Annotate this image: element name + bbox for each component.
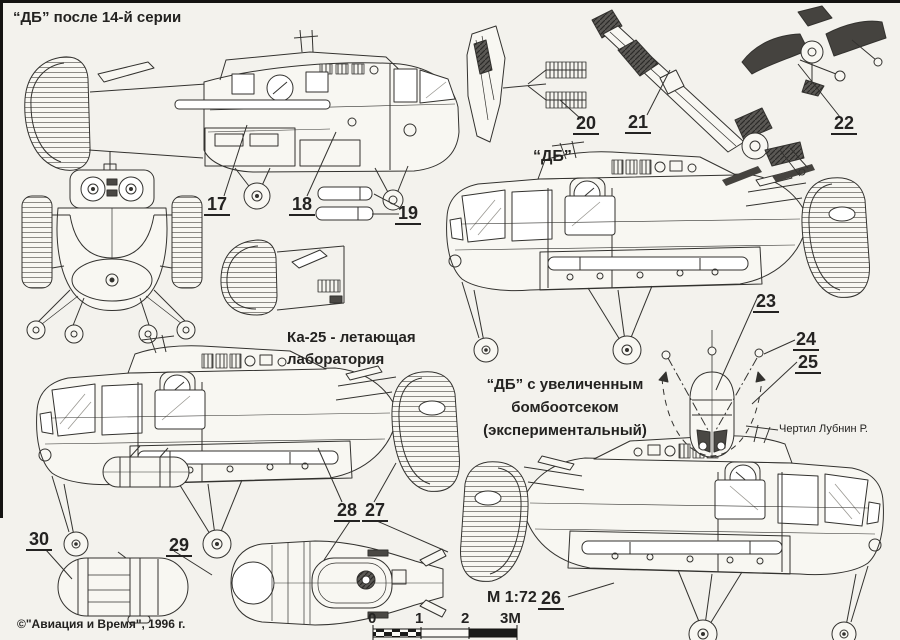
callout-26: 26 (538, 589, 565, 610)
callout-20: 20 (573, 114, 600, 135)
scale-tick-3: 3М (500, 610, 521, 627)
leader-lines (45, 63, 841, 598)
label-db-enlarged-line2: бомбоотсеком (511, 399, 619, 416)
part-rotor-hub (741, 5, 887, 97)
front-view (21, 152, 203, 344)
tail-detail-view (220, 239, 345, 316)
label-ka25-line2: лаборатория (287, 351, 385, 368)
callout-21: 21 (625, 113, 652, 134)
bottom-plan-view (230, 540, 447, 626)
scale-bar (372, 625, 518, 640)
callout-29: 29 (166, 536, 193, 557)
callout-22: 22 (831, 114, 858, 135)
callout-24: 24 (793, 330, 820, 351)
label-db-enlarged-line1: “ДБ” с увеличенным (486, 376, 644, 393)
title-db-after-series14: “ДБ” после 14-й серии (13, 9, 182, 26)
callout-30: 30 (26, 530, 53, 551)
side-view-flying-laboratory (36, 334, 460, 559)
scale-tick-0: 0 (368, 610, 377, 627)
callout-18: 18 (289, 195, 316, 216)
label-db-enlarged-line3: (экспериментальный) (483, 422, 647, 439)
sheet-border-top (0, 0, 900, 3)
side-view-db-enlarged-bay (460, 424, 884, 640)
scale-tick-2: 2 (461, 610, 470, 627)
callout-17: 17 (204, 195, 231, 216)
part-rotor-mast (591, 9, 809, 177)
label-db-enlarged-bay: “ДБ” с увеличенным бомбоотсеком (экспери… (462, 376, 668, 439)
callout-19: 19 (395, 204, 422, 225)
sheet-border-left (0, 0, 3, 518)
bay-cross-section-view (658, 330, 766, 458)
label-scale: М 1:72 (487, 589, 537, 606)
callout-28: 28 (334, 501, 361, 522)
torpedo-container (57, 551, 189, 624)
callout-23: 23 (753, 292, 780, 313)
scale-tick-1: 1 (415, 610, 424, 627)
label-copyright: ©"Авиация и Время", 1996 г. (17, 617, 186, 631)
callout-27: 27 (362, 501, 389, 522)
side-view-db (446, 140, 870, 365)
label-ka25-line1: Ка-25 - летающая (287, 329, 416, 346)
label-db: “ДБ” (533, 148, 572, 165)
side-view-db-after-series14 (24, 29, 460, 221)
part-antenna-detail (466, 25, 587, 143)
label-ka25-flying-lab: Ка-25 - летающая лаборатория (287, 329, 416, 368)
callout-25: 25 (795, 353, 822, 374)
label-author: Чертил Лубнин Р. (779, 423, 868, 435)
